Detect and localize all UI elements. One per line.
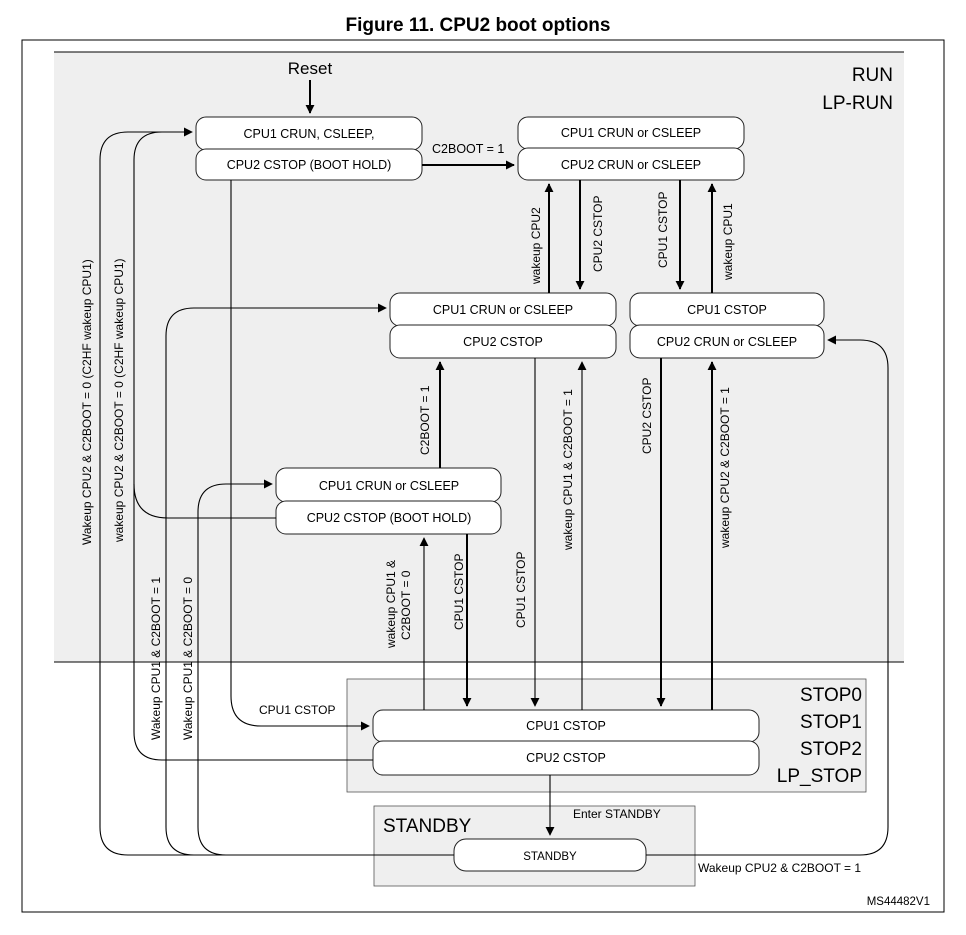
left-label-3: Wakeup CPU1 & C2BOOT = 1 [149, 577, 163, 740]
state-cpu1-stop-cpu2-run: CPU1 CSTOP CPU2 CRUN or CSLEEP [629, 292, 825, 359]
lower-c2boot-1-label: C2BOOT = 1 [418, 385, 432, 455]
standby-text: STANDBY [523, 851, 577, 863]
state-standby: STANDBY [453, 838, 647, 872]
mode-lp-stop-label: LP_STOP [777, 766, 862, 787]
right-cpu2-cstop-label: CPU2 CSTOP [640, 378, 654, 454]
cpu1-cstop-left-label: CPU1 CSTOP [259, 703, 335, 717]
enter-standby-label: Enter STANDBY [573, 807, 661, 821]
wakeup-cpu1-c2boot-0-label-a: wakeup CPU1 & [384, 560, 398, 649]
right-cpu2-text: CPU2 CRUN or CSLEEP [657, 335, 797, 349]
c2boot-1-label: C2BOOT = 1 [432, 142, 504, 156]
mode-stop2-label: STOP2 [800, 739, 862, 760]
arrow-standby-to-right [646, 335, 889, 856]
boot-hold-cpu1-text: CPU1 CRUN, CSLEEP, [243, 127, 374, 141]
state-cpu1-run-cpu2-stop: CPU1 CRUN or CSLEEP CPU2 CSTOP [389, 292, 617, 359]
mode-lp-run-label: LP-RUN [822, 93, 893, 114]
arrow-standby-to-boothold [99, 127, 454, 856]
mid-cpu1-cstop-label: CPU1 CSTOP [514, 552, 528, 628]
arrow-lower-to-boothold [133, 483, 276, 519]
state-both-run: CPU1 CRUN or CSLEEP CPU2 CRUN or CSLEEP [517, 116, 745, 181]
mode-run-label: RUN [852, 65, 893, 86]
stop-cpu1-text: CPU1 CSTOP [526, 719, 606, 733]
mode-stop0-label: STOP0 [800, 685, 862, 706]
both-run-cpu2-text: CPU2 CRUN or CSLEEP [561, 158, 701, 172]
wakeup-cpu1-label: wakeup CPU1 [721, 203, 735, 281]
arrow-standby-to-mid [165, 303, 454, 856]
outer-frame [21, 39, 945, 913]
mid-cpu2-text: CPU2 CSTOP [463, 335, 543, 349]
figure-reference: MS44482V1 [867, 896, 930, 908]
mode-standby-label: STANDBY [383, 816, 472, 837]
left-label-4: Wakeup CPU1 & C2BOOT = 0 [181, 577, 195, 740]
both-run-cpu1-text: CPU1 CRUN or CSLEEP [561, 126, 701, 140]
wakeup-cpu2-c2boot-1-v-label: wakeup CPU2 & C2BOOT = 1 [718, 387, 732, 549]
mid-cpu1-text: CPU1 CRUN or CSLEEP [433, 303, 573, 317]
arrow-stop-to-boothold [133, 131, 373, 761]
wakeup-cpu1-c2boot-1-label: wakeup CPU1 & C2BOOT = 1 [561, 389, 575, 551]
arrow-standby-to-lower [197, 479, 454, 856]
wakeup-cpu2-c2boot-1-h-label: Wakeup CPU2 & C2BOOT = 1 [698, 861, 861, 875]
state-boot-hold: CPU1 CRUN, CSLEEP, CPU2 CSTOP (BOOT HOLD… [195, 116, 423, 181]
boot-hold-cpu2-text: CPU2 CSTOP (BOOT HOLD) [227, 158, 392, 172]
state-stop: CPU1 CSTOP CPU2 CSTOP [372, 709, 760, 776]
wakeup-cpu2-label: wakeup CPU2 [529, 207, 543, 285]
right-cpu1-text: CPU1 CSTOP [687, 303, 767, 317]
reset-label: Reset [288, 59, 333, 78]
state-boot-hold-after-stop: CPU1 CRUN or CSLEEP CPU2 CSTOP (BOOT HOL… [275, 467, 502, 535]
stop-cpu2-text: CPU2 CSTOP [526, 751, 606, 765]
lower-cpu1-cstop-label: CPU1 CSTOP [452, 554, 466, 630]
figure-title: Figure 11. CPU2 boot options [346, 15, 611, 36]
wakeup-cpu1-c2boot-0-label-b: C2BOOT = 0 [399, 570, 413, 640]
lower-cpu2-text: CPU2 CSTOP (BOOT HOLD) [307, 511, 472, 525]
left-label-1: Wakeup CPU2 & C2BOOT = 0 (C2HF wakeup CP… [80, 259, 94, 545]
mode-stop1-label: STOP1 [800, 712, 862, 733]
cpu2-cstop-label: CPU2 CSTOP [591, 196, 605, 272]
cpu1-cstop-top-label: CPU1 CSTOP [656, 192, 670, 268]
left-label-2: wakeup CPU2 & C2BOOT = 0 (C2HF wakeup CP… [112, 258, 126, 543]
lower-cpu1-text: CPU1 CRUN or CSLEEP [319, 479, 459, 493]
arrow-boothold-to-stop [230, 180, 370, 731]
